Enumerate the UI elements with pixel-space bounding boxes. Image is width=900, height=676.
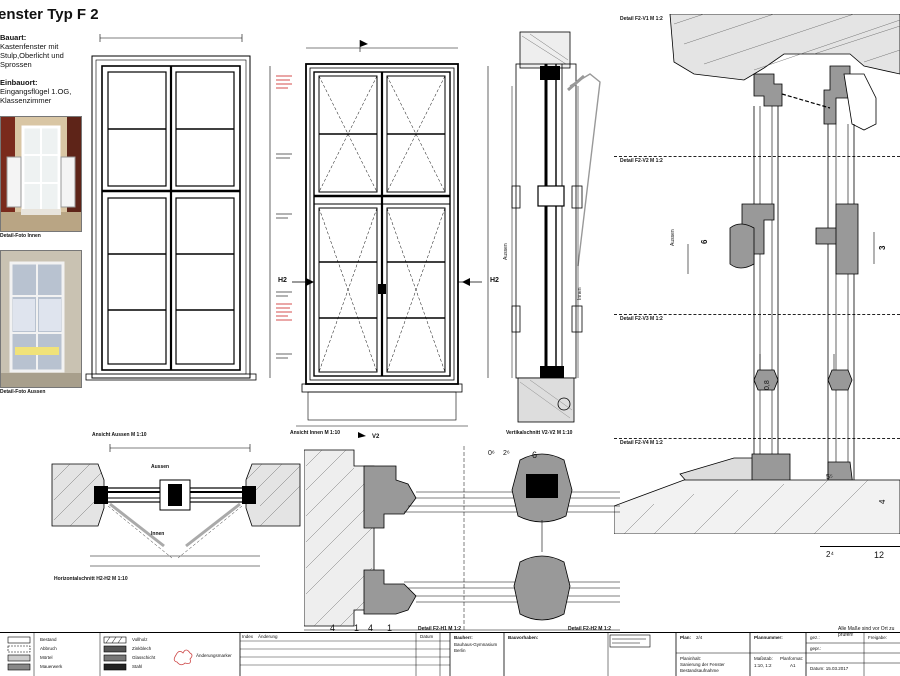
divider-v3: [614, 314, 900, 315]
legend-change-marker-label: Änderungsmarker: [196, 653, 232, 658]
legend-stahl-label: Stahl: [132, 664, 143, 669]
legend-bestand-label: Bestand: [40, 637, 57, 642]
annotation-column-left-black: [276, 153, 292, 359]
dim-h1-1-a: 1: [354, 623, 360, 633]
view-label-horizontalschnitt: Horizontalschnitt H2-H2 M 1:10: [54, 576, 128, 582]
dim-h1-1-b: 1: [387, 623, 393, 633]
elevation-outside: [85, 34, 257, 381]
legend-abbruch-label: Abbruch: [40, 646, 57, 651]
legend-vollholz-label: Vollholz: [132, 637, 148, 642]
dim-h1-4-b: 4: [368, 623, 374, 633]
photo-outer-image: [1, 251, 81, 387]
marker-h2-left: H2: [278, 277, 287, 284]
detail-h1-label: Detail F2-H1 M 1:2: [418, 626, 462, 632]
view-label-ansicht-aussen: Ansicht Aussen M 1:10: [92, 432, 147, 438]
dim-v2-3: 3: [878, 245, 887, 250]
detail-v2-aussen: Aussen: [670, 229, 676, 246]
detail-v1-label: Detail F2-V1 M 1:2: [620, 16, 663, 22]
title-block: Bestand Abbruch Mörtel Mauerwerk Vollhol…: [0, 632, 900, 676]
tb-plan-value: 2/4: [696, 635, 703, 640]
tb-datum-label: Datum: [420, 634, 434, 639]
einbauort-label: Einbauort:: [0, 78, 38, 87]
dim-h1-4-a: 4: [330, 623, 336, 633]
bauart-line-2: Stulp,Oberlicht und: [0, 51, 64, 60]
dim-h2-6: 6: [532, 450, 538, 460]
tb-datum-value: Datum: 15.03.2017: [810, 666, 849, 671]
legend-mauerwerk-label: Mauerwerk: [40, 664, 63, 669]
legend-zinkblech-label: Zinkblech: [132, 646, 152, 651]
photo-inner-image: [1, 117, 81, 231]
tb-format-label: Planformat:: [780, 656, 804, 661]
tb-bauherr-line-1: Bauhaus-Gymnasium: [454, 642, 498, 647]
detail-v4-label: Detail F2-V4 M 1:2: [620, 440, 663, 446]
tb-gepr-label: gepr.:: [810, 646, 822, 651]
einbauort-line-1: Eingangsflügel 1.OG,: [0, 87, 72, 96]
tb-bauherr-label: Bauherr:: [454, 635, 473, 640]
detail-v-drawing: [614, 14, 900, 534]
tb-planinhalt-label: Planinhalt:: [680, 656, 702, 661]
dim-right-12: 12: [874, 550, 885, 560]
photo-outer: [0, 250, 82, 388]
view-label-ansicht-innen: Ansicht Innen M 1:10: [290, 430, 341, 436]
view-label-vertikalschnitt: Vertikalschnitt V2-V2 M 1:10: [506, 430, 573, 436]
tb-freigabe-label: Freigabe:: [868, 635, 888, 640]
tb-plan-label: Plan:: [680, 635, 692, 640]
legend-row-1: Bestand: [2, 637, 57, 643]
tb-bauherr-line-2: Berlin: [454, 648, 466, 653]
marker-h2-right: H2: [490, 277, 499, 284]
bauart-block: Bauart: Kastenfenster mit Stulp,Oberlich…: [0, 33, 80, 69]
bauart-line-1: Kastenfenster mit: [0, 42, 59, 51]
note-measurements: Alle Maße sind vor Ort zu prüfen!: [838, 626, 895, 638]
dim-v4-4: 4: [878, 499, 887, 504]
divider-v2: [614, 156, 900, 157]
detail-v2-label: Detail F2-V2 M 1:2: [620, 158, 663, 164]
drawing-title: enster Typ F 2: [0, 6, 99, 23]
vertical-section: [511, 31, 601, 423]
tb-index-label: Index: [242, 634, 254, 639]
detail-v3-label: Detail F2-V3 M 1:2: [620, 316, 663, 322]
photo-inner-caption: Detail-Foto Innen: [0, 233, 41, 239]
dim-h2-2-6: 2⁶: [503, 450, 510, 457]
dim-v4-5-5: 5⁵: [826, 474, 833, 481]
title-block-grid: [7, 633, 900, 676]
tb-massstab-label: Maßstab:: [754, 656, 773, 661]
dim-h2-0-6: 0⁶: [488, 450, 495, 457]
detail-v-column: Detail F2-V1 M 1:2 Detail F2-V2 M 1:2 De…: [614, 14, 900, 534]
tb-aenderung-label: Änderung: [258, 634, 278, 639]
marker-v2: V2: [372, 434, 380, 440]
annotation-column-left: [276, 75, 292, 321]
tb-bauvorhaben-label: Bauvorhaben:: [508, 635, 539, 640]
tb-planinhalt-line-1: Sanierung der Fenster: [680, 662, 725, 667]
horizontal-section-innen: Innen: [151, 531, 165, 537]
tb-gez-label: gez.:: [810, 635, 820, 640]
horizontal-section-aussen: Aussen: [151, 464, 170, 470]
einbauort-line-2: Klassenzimmer: [0, 96, 52, 105]
bauart-line-3: Sprossen: [0, 60, 32, 69]
tb-plannummer-label: Plannummer:: [754, 635, 783, 640]
tb-format-value: A1: [790, 663, 796, 668]
photo-outer-caption: Detail-Foto Aussen: [0, 389, 46, 395]
photo-inner: [0, 116, 82, 232]
divider-v4: [614, 438, 900, 439]
elevation-inside: [269, 40, 489, 438]
dim-v3-0-8: 0,8: [764, 380, 771, 390]
horizontal-section: [51, 444, 301, 567]
detail-h-drawing: [304, 446, 620, 632]
dim-right-2-4: 2⁴: [826, 550, 834, 559]
dim-line-bottom-right: [820, 546, 900, 547]
legend-glasschicht-label: Glasschicht: [132, 655, 156, 660]
dim-v2-6: 6: [700, 239, 709, 244]
legend-moertel-label: Mörtel: [40, 655, 53, 660]
detail-h2-label: Detail F2-H2 M 1:2: [568, 626, 612, 632]
vertical-section-innen: Innen: [577, 287, 583, 300]
bauart-label: Bauart:: [0, 33, 27, 42]
tb-planinhalt-line-2: Bestandsaufnahme: [680, 668, 719, 673]
tb-massstab-value: 1:10, 1:2: [754, 663, 772, 668]
einbauort-block: Einbauort: Eingangsflügel 1.OG, Klassenz…: [0, 78, 80, 105]
vertical-section-aussen: Aussen: [503, 243, 509, 260]
